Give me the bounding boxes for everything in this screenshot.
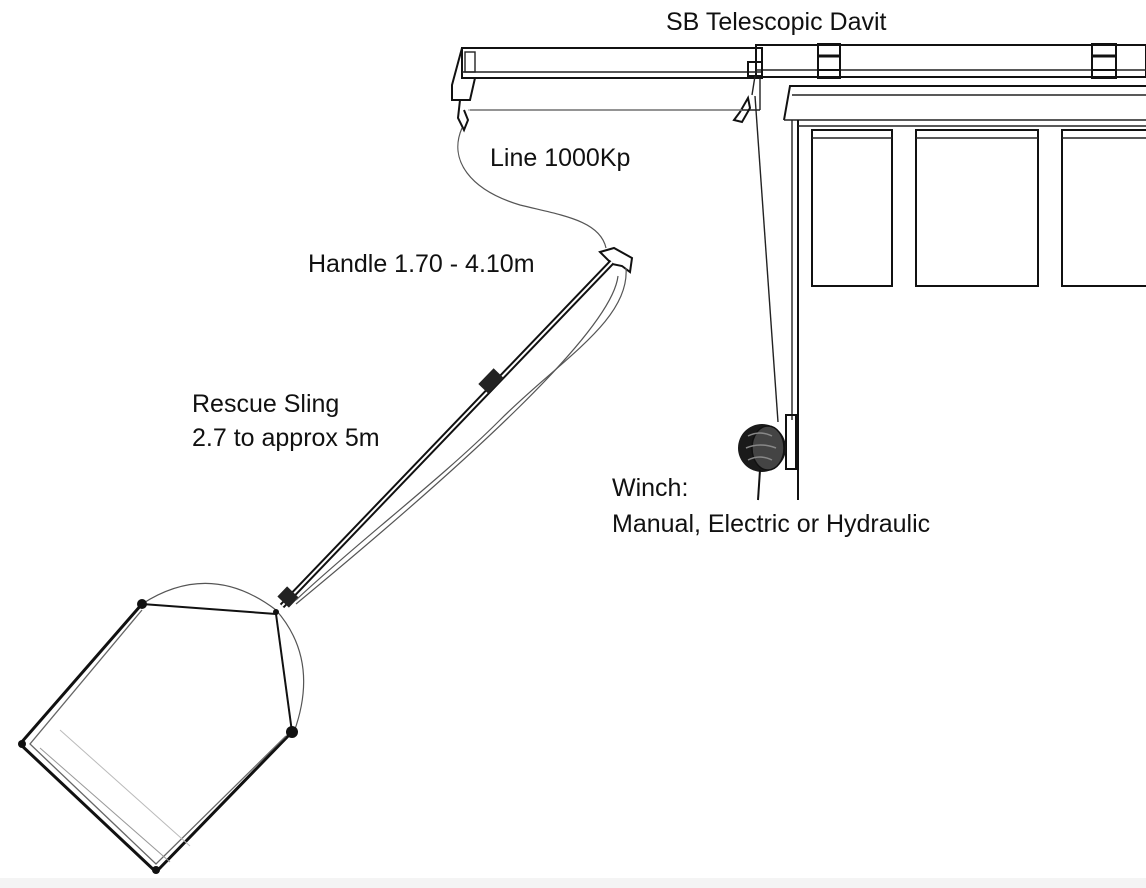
- winch-drum-texture: [745, 432, 777, 461]
- handle-pole-highlight: [281, 261, 613, 607]
- deck-roof-line: [783, 85, 1146, 121]
- sling-side-arc: [275, 609, 305, 733]
- sling-net-2: [59, 729, 191, 847]
- winch-mount-plate: [785, 414, 797, 470]
- davit-tip-hook: [456, 99, 470, 133]
- sling-joint-right: [286, 726, 298, 738]
- window-2: [915, 129, 1039, 287]
- sling-rope-lower: [295, 275, 619, 605]
- davit-roller-2: [1091, 43, 1117, 79]
- winch-cable: [754, 95, 779, 423]
- window-1: [811, 129, 893, 287]
- davit-end-bracket: [451, 47, 476, 101]
- telescopic-handle: [277, 246, 634, 609]
- sling-net-1: [39, 747, 171, 863]
- winch-leg: [757, 469, 761, 501]
- sling-joint-bottom: [152, 866, 160, 874]
- winch-drum-rim: [751, 425, 785, 471]
- sling-frame: [17, 603, 294, 875]
- davit-end-block: [464, 51, 476, 73]
- sling-strap-right: [275, 613, 293, 733]
- sling-upper-arc: [141, 582, 277, 611]
- winch: [738, 95, 797, 501]
- rescue-sling: [17, 582, 305, 875]
- label-sling-title: Rescue Sling: [192, 390, 339, 418]
- label-line: Line 1000Kp: [490, 144, 630, 172]
- sling-joint-left: [18, 740, 26, 748]
- davit-sheave-stem: [751, 75, 756, 96]
- handle-collar: [277, 586, 299, 608]
- label-winch-types: Manual, Electric or Hydraulic: [612, 510, 930, 538]
- sling-joint-center: [273, 609, 279, 615]
- davit-outer-boom: [755, 44, 1146, 78]
- davit-roller-1: [817, 43, 841, 79]
- davit-inner-boom: [461, 47, 763, 79]
- handle-grip: [478, 368, 504, 394]
- ship-superstructure: [783, 85, 1146, 500]
- sling-rope-upper: [295, 267, 627, 601]
- sling-frame-inner: [29, 609, 287, 865]
- label-davit: SB Telescopic Davit: [666, 8, 887, 36]
- sling-joint-top: [137, 599, 147, 609]
- window-3: [1061, 129, 1146, 287]
- sling-strap-left: [141, 603, 277, 615]
- label-sling-length: 2.7 to approx 5m: [192, 424, 380, 452]
- lifting-line: [457, 127, 607, 249]
- label-winch-title: Winch:: [612, 474, 688, 502]
- label-handle: Handle 1.70 - 4.10m: [308, 250, 535, 278]
- footer-band: [0, 878, 1146, 888]
